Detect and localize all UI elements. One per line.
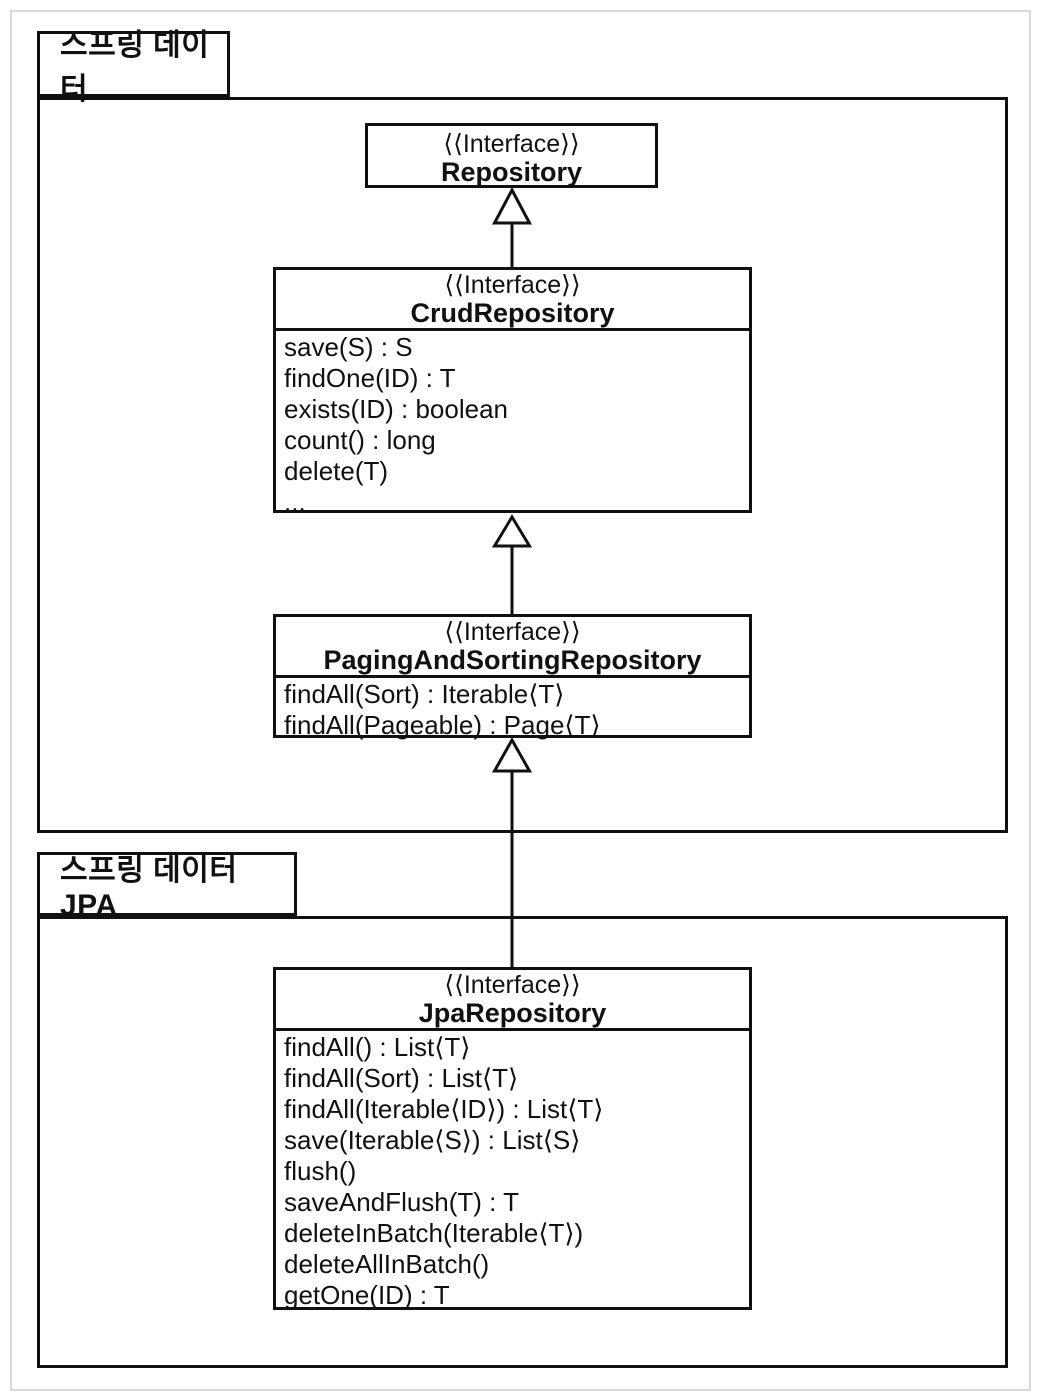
class-box-jpa-repository: ⟨⟨Interface⟩⟩ JpaRepository findAll() : … — [273, 967, 752, 1310]
stereotype-label: ⟨⟨Interface⟩⟩ — [443, 130, 580, 158]
package-body-spring-data-jpa — [37, 916, 1008, 1368]
method-line: findAll() : List⟨T⟩ — [284, 1032, 471, 1062]
stereotype-label: ⟨⟨Interface⟩⟩ — [444, 618, 581, 646]
method-line: count() : long — [284, 425, 436, 455]
package-label-spring-data-jpa: 스프링 데이터 JPA — [60, 854, 238, 922]
class-name: Repository — [440, 157, 583, 187]
class-header: ⟨⟨Interface⟩⟩ PagingAndSortingRepository — [276, 617, 749, 678]
method-line: deleteAllInBatch() — [284, 1249, 490, 1279]
method-line: findAll(Sort) : List⟨T⟩ — [284, 1063, 519, 1093]
method-line: deleteInBatch(Iterable⟨T⟩) — [284, 1218, 584, 1248]
method-line: ... — [284, 487, 306, 517]
class-name: CrudRepository — [410, 298, 615, 328]
class-header: ⟨⟨Interface⟩⟩ Repository — [368, 126, 655, 187]
class-name: JpaRepository — [418, 998, 607, 1028]
method-line: flush() — [284, 1156, 357, 1186]
class-box-crud-repository: ⟨⟨Interface⟩⟩ CrudRepository save(S) : S… — [273, 267, 752, 517]
method-list: findAll(Sort) : Iterable⟨T⟩findAll(Pagea… — [276, 678, 749, 741]
method-line: save(S) : S — [284, 332, 413, 362]
method-line: saveAndFlush(T) : T — [284, 1187, 520, 1217]
class-box-paging-and-sorting-repository: ⟨⟨Interface⟩⟩ PagingAndSortingRepository… — [273, 614, 752, 741]
method-line: findAll(Iterable⟨ID⟩) : List⟨T⟩ — [284, 1094, 604, 1124]
method-line: save(Iterable⟨S⟩) : List⟨S⟩ — [284, 1125, 581, 1155]
stereotype-label: ⟨⟨Interface⟩⟩ — [444, 271, 581, 299]
package-body-spring-data — [37, 97, 1008, 833]
method-line: findOne(ID) : T — [284, 363, 456, 393]
package-label-spring-data: 스프링 데이터 — [60, 29, 210, 106]
method-line: findAll(Sort) : Iterable⟨T⟩ — [284, 679, 565, 709]
method-line: getOne(ID) : T — [284, 1280, 450, 1310]
package-tab-spring-data-jpa: 스프링 데이터 JPA — [37, 852, 297, 922]
method-line: delete(T) — [284, 456, 389, 486]
class-name: PagingAndSortingRepository — [323, 645, 702, 675]
method-list: findAll() : List⟨T⟩findAll(Sort) : List⟨… — [276, 1031, 749, 1311]
stereotype-label: ⟨⟨Interface⟩⟩ — [444, 971, 581, 999]
class-header: ⟨⟨Interface⟩⟩ CrudRepository — [276, 270, 749, 331]
page-frame — [10, 10, 1031, 1391]
method-line: exists(ID) : boolean — [284, 394, 508, 424]
class-box-repository: ⟨⟨Interface⟩⟩ Repository — [365, 123, 658, 188]
method-line: findAll(Pageable) : Page⟨T⟩ — [284, 710, 601, 740]
class-header: ⟨⟨Interface⟩⟩ JpaRepository — [276, 970, 749, 1031]
package-tab-spring-data: 스프링 데이터 — [37, 29, 230, 106]
